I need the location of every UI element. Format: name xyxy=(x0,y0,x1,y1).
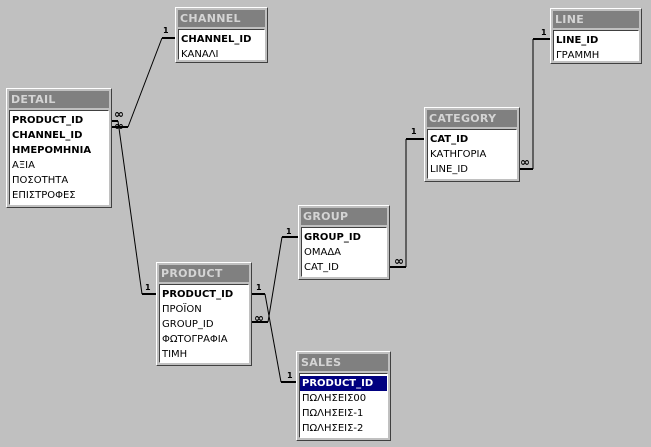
relationship-product-sales xyxy=(252,293,296,383)
field-timi[interactable]: ΤΙΜΗ xyxy=(162,349,188,360)
field-proion[interactable]: ΠΡΟΪΟΝ xyxy=(162,304,202,315)
field-poliseis-1[interactable]: ΠΩΛΗΣΕΙΣ-1 xyxy=(302,408,364,419)
field-poliseis-2[interactable]: ΠΩΛΗΣΕΙΣ-2 xyxy=(302,423,364,434)
relationship-detail-product xyxy=(112,120,156,295)
field-group-id[interactable]: GROUP_ID xyxy=(162,319,214,330)
relationship-category-line xyxy=(520,38,550,170)
field-product-id-selected[interactable]: PRODUCT_ID xyxy=(300,376,387,391)
table-detail-title[interactable]: DETAIL xyxy=(9,91,109,108)
table-product-field-list[interactable]: PRODUCT_ID ΠΡΟΪΟΝ GROUP_ID ΦΩΤΟΓΡΑΦΙΑ ΤΙ… xyxy=(159,284,249,363)
field-grammi[interactable]: ΓΡΑΜΜΗ xyxy=(556,50,600,61)
table-channel-title[interactable]: CHANNEL xyxy=(178,10,265,27)
cardinality-one-channel: 1 xyxy=(163,26,169,35)
field-axia[interactable]: ΑΞΙΑ xyxy=(12,160,35,171)
relationship-group-category xyxy=(390,138,424,268)
table-sales[interactable]: SALES PRODUCT_ID ΠΩΛΗΣΕΙΣ00 ΠΩΛΗΣΕΙΣ-1 Π… xyxy=(296,351,391,441)
table-channel-field-list[interactable]: CHANNEL_ID ΚΑΝΑΛΙ xyxy=(178,29,265,60)
table-group-field-list[interactable]: GROUP_ID ΟΜΑΔΑ CAT_ID xyxy=(301,227,387,277)
field-product-id[interactable]: PRODUCT_ID xyxy=(12,115,84,126)
field-line-id[interactable]: LINE_ID xyxy=(430,164,468,175)
field-poliseis00[interactable]: ΠΩΛΗΣΕΙΣ00 xyxy=(302,393,367,404)
cardinality-one-sales: 1 xyxy=(287,371,293,380)
cardinality-many-detail-product: ∞ xyxy=(114,107,124,121)
field-epistrofes[interactable]: ΕΠΙΣΤΡΟΦΕΣ xyxy=(12,190,76,201)
table-line[interactable]: LINE LINE_ID ΓΡΑΜΜΗ xyxy=(550,8,642,64)
field-kanali[interactable]: ΚΑΝΑΛΙ xyxy=(181,49,219,60)
table-line-title[interactable]: LINE xyxy=(553,11,639,28)
cardinality-many-detail-channel: ∞ xyxy=(114,119,124,133)
cardinality-one-group: 1 xyxy=(286,227,292,236)
table-channel[interactable]: CHANNEL CHANNEL_ID ΚΑΝΑΛΙ xyxy=(175,7,268,63)
field-product-id[interactable]: PRODUCT_ID xyxy=(162,289,234,300)
table-category[interactable]: CATEGORY CAT_ID ΚΑΤΗΓΟΡΙΑ LINE_ID xyxy=(424,107,520,182)
table-group-title[interactable]: GROUP xyxy=(301,208,387,225)
field-omada[interactable]: ΟΜΑΔΑ xyxy=(304,247,342,258)
field-fotografia[interactable]: ΦΩΤΟΓΡΑΦΙΑ xyxy=(162,334,228,345)
relationship-product-group xyxy=(252,236,298,323)
table-group[interactable]: GROUP GROUP_ID ΟΜΑΔΑ CAT_ID xyxy=(298,205,390,280)
table-sales-title[interactable]: SALES xyxy=(299,354,388,371)
field-channel-id[interactable]: CHANNEL_ID xyxy=(12,130,83,141)
field-group-id[interactable]: GROUP_ID xyxy=(304,232,361,243)
table-sales-field-list[interactable]: PRODUCT_ID ΠΩΛΗΣΕΙΣ00 ΠΩΛΗΣΕΙΣ-1 ΠΩΛΗΣΕΙ… xyxy=(299,373,388,438)
field-imerominia[interactable]: ΗΜΕΡΟΜΗΝΙΑ xyxy=(12,145,92,156)
field-channel-id[interactable]: CHANNEL_ID xyxy=(181,34,252,45)
field-cat-id[interactable]: CAT_ID xyxy=(430,134,469,145)
field-line-id[interactable]: LINE_ID xyxy=(556,35,599,46)
table-product-title[interactable]: PRODUCT xyxy=(159,265,249,282)
cardinality-one-category: 1 xyxy=(411,127,417,136)
table-line-field-list[interactable]: LINE_ID ΓΡΑΜΜΗ xyxy=(553,30,639,61)
cardinality-many-product-group: ∞ xyxy=(254,311,264,325)
table-category-field-list[interactable]: CAT_ID ΚΑΤΗΓΟΡΙΑ LINE_ID xyxy=(427,129,517,179)
field-posotita[interactable]: ΠΟΣΟΤΗΤΑ xyxy=(12,175,69,186)
table-category-title[interactable]: CATEGORY xyxy=(427,110,517,127)
field-katigoria[interactable]: ΚΑΤΗΓΟΡΙΑ xyxy=(430,149,487,160)
table-detail[interactable]: DETAIL PRODUCT_ID CHANNEL_ID ΗΜΕΡΟΜΗΝΙΑ … xyxy=(6,88,112,208)
cardinality-one-product: 1 xyxy=(145,283,151,292)
table-product[interactable]: PRODUCT PRODUCT_ID ΠΡΟΪΟΝ GROUP_ID ΦΩΤΟΓ… xyxy=(156,262,252,366)
cardinality-one-line: 1 xyxy=(541,28,547,37)
cardinality-many-group-category: ∞ xyxy=(394,254,404,268)
field-cat-id[interactable]: CAT_ID xyxy=(304,262,339,273)
cardinality-one-product-sales: 1 xyxy=(256,283,262,292)
table-detail-field-list[interactable]: PRODUCT_ID CHANNEL_ID ΗΜΕΡΟΜΗΝΙΑ ΑΞΙΑ ΠΟ… xyxy=(9,110,109,205)
cardinality-many-category-line: ∞ xyxy=(520,155,530,169)
